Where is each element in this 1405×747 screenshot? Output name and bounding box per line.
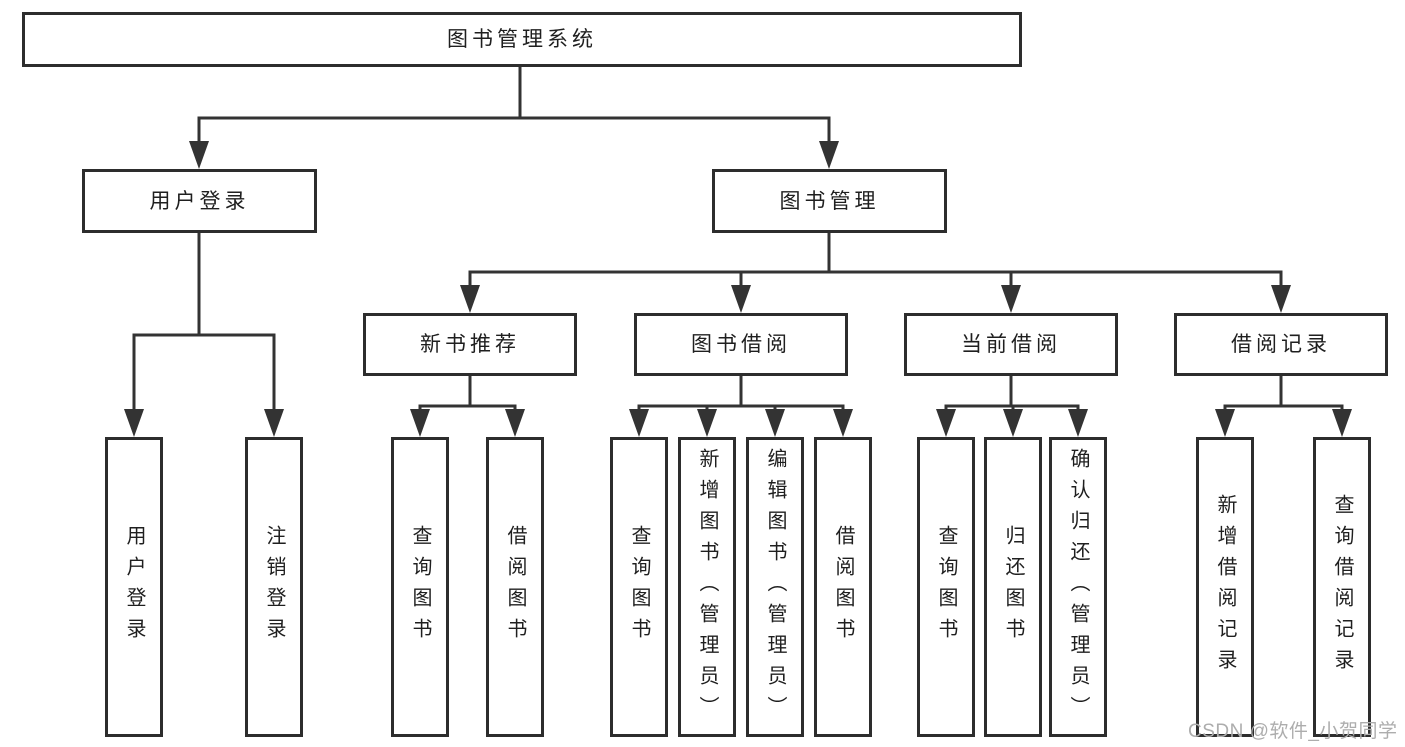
leaf-query-books-3-label: 查询图书 [935, 525, 957, 649]
leaf-confirm-return-admin: 确认归还（管理员） [1049, 437, 1107, 737]
leaf-logout-label: 注销登录 [263, 525, 285, 649]
leaf-confirm-return-admin-label: 确认归还（管理员） [1067, 447, 1089, 727]
node-new-book-recommend: 新书推荐 [363, 313, 577, 376]
leaf-add-book-admin-label: 新增图书（管理员） [696, 447, 718, 727]
leaf-borrow-books-1: 借阅图书 [486, 437, 544, 737]
leaf-return-book-label: 归还图书 [1002, 525, 1024, 649]
leaf-query-borrow-record: 查询借阅记录 [1313, 437, 1371, 737]
leaf-logout: 注销登录 [245, 437, 303, 737]
arrowhead-icons [124, 141, 1352, 437]
node-root: 图书管理系统 [22, 12, 1022, 67]
leaf-query-books-1-label: 查询图书 [409, 525, 431, 649]
node-borrow-records-label: 借阅记录 [1231, 333, 1331, 356]
leaf-query-books-2: 查询图书 [610, 437, 668, 737]
leaf-query-books-3: 查询图书 [917, 437, 975, 737]
leaf-borrow-books-2-label: 借阅图书 [832, 525, 854, 649]
leaf-add-borrow-record: 新增借阅记录 [1196, 437, 1254, 737]
leaf-user-login: 用户登录 [105, 437, 163, 737]
node-root-label: 图书管理系统 [447, 28, 597, 51]
node-book-management: 图书管理 [712, 169, 947, 233]
leaf-return-book: 归还图书 [984, 437, 1042, 737]
node-book-borrow-label: 图书借阅 [691, 333, 791, 356]
csdn-watermark: CSDN @软件_小贺同学 [1188, 721, 1398, 742]
node-user-login: 用户登录 [82, 169, 317, 233]
leaf-edit-book-admin: 编辑图书（管理员） [746, 437, 804, 737]
leaf-query-books-1: 查询图书 [391, 437, 449, 737]
leaf-query-books-2-label: 查询图书 [628, 525, 650, 649]
leaf-query-borrow-record-label: 查询借阅记录 [1331, 494, 1353, 680]
leaf-edit-book-admin-label: 编辑图书（管理员） [764, 447, 786, 727]
node-book-management-label: 图书管理 [779, 189, 880, 213]
node-user-login-label: 用户登录 [149, 189, 250, 213]
leaf-borrow-books-2: 借阅图书 [814, 437, 872, 737]
node-current-borrow: 当前借阅 [904, 313, 1118, 376]
node-current-borrow-label: 当前借阅 [961, 333, 1061, 356]
node-borrow-records: 借阅记录 [1174, 313, 1388, 376]
node-new-book-recommend-label: 新书推荐 [420, 333, 520, 356]
leaf-user-login-label: 用户登录 [123, 525, 145, 649]
leaf-borrow-books-1-label: 借阅图书 [504, 525, 526, 649]
leaf-add-book-admin: 新增图书（管理员） [678, 437, 736, 737]
node-book-borrow: 图书借阅 [634, 313, 848, 376]
leaf-add-borrow-record-label: 新增借阅记录 [1214, 494, 1236, 680]
